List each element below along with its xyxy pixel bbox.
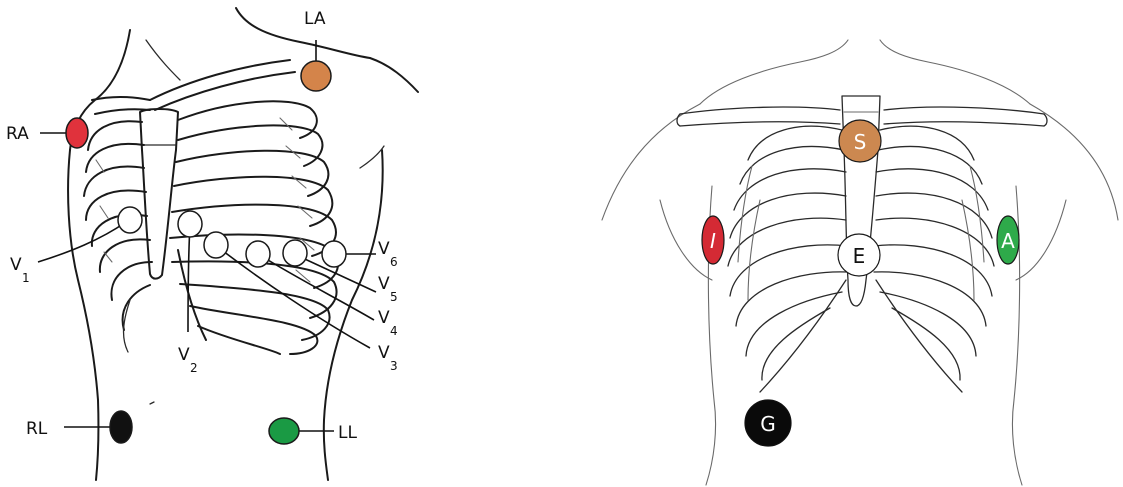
v1-electrode xyxy=(118,207,142,233)
ra-electrode: RA xyxy=(6,118,88,148)
i-electrode: I xyxy=(702,216,724,264)
v4-electrode xyxy=(246,241,270,267)
ll-electrode-dot xyxy=(269,418,299,444)
s-electrode: S xyxy=(839,120,881,162)
a-label: A xyxy=(1001,229,1015,253)
svg-text:V: V xyxy=(378,239,390,259)
v6-label: V 6 xyxy=(378,239,398,269)
e-label: E xyxy=(853,244,866,268)
g-electrode: G xyxy=(745,400,791,446)
a-electrode: A xyxy=(997,216,1019,264)
left-ribcage xyxy=(84,60,338,354)
la-electrode-dot xyxy=(301,61,331,91)
s-label: S xyxy=(854,130,867,154)
v6-electrode xyxy=(322,241,346,267)
v1-label: V 1 xyxy=(10,255,30,285)
v5-label: V 5 xyxy=(378,274,398,304)
ra-label: RA xyxy=(6,124,29,144)
right-torso-diagram: S I A E G xyxy=(602,40,1118,485)
svg-text:V: V xyxy=(378,308,390,328)
rl-electrode: RL xyxy=(26,402,154,443)
left-torso-outline xyxy=(68,8,418,480)
svg-text:1: 1 xyxy=(22,271,30,285)
ll-electrode: LL xyxy=(269,418,357,444)
svg-text:V: V xyxy=(378,274,390,294)
la-electrode: LA xyxy=(301,9,331,91)
svg-text:3: 3 xyxy=(390,359,398,373)
v2-label: V 2 xyxy=(178,345,198,375)
left-torso-diagram: LA RA RL LL xyxy=(6,8,418,480)
ll-label: LL xyxy=(338,423,357,443)
i-label: I xyxy=(710,229,716,253)
rl-label: RL xyxy=(26,419,48,439)
svg-text:V: V xyxy=(378,343,390,363)
svg-text:2: 2 xyxy=(190,361,198,375)
g-label: G xyxy=(760,412,776,436)
svg-text:5: 5 xyxy=(390,290,398,304)
svg-text:6: 6 xyxy=(390,255,398,269)
v4-label: V 4 xyxy=(378,308,398,338)
v2-electrode xyxy=(178,211,202,237)
svg-text:V: V xyxy=(178,345,190,365)
rl-electrode-dot xyxy=(110,411,132,443)
svg-text:4: 4 xyxy=(390,324,398,338)
v3-electrode xyxy=(204,232,228,258)
e-electrode: E xyxy=(838,234,880,276)
v3-label: V 3 xyxy=(378,343,398,373)
v5-electrode xyxy=(283,240,307,266)
la-label: LA xyxy=(304,9,326,29)
svg-text:V: V xyxy=(10,255,22,275)
precordial-electrodes: V 1 V 2 V 3 V 4 V 5 V 6 xyxy=(10,207,398,375)
ra-electrode-dot xyxy=(66,118,88,148)
